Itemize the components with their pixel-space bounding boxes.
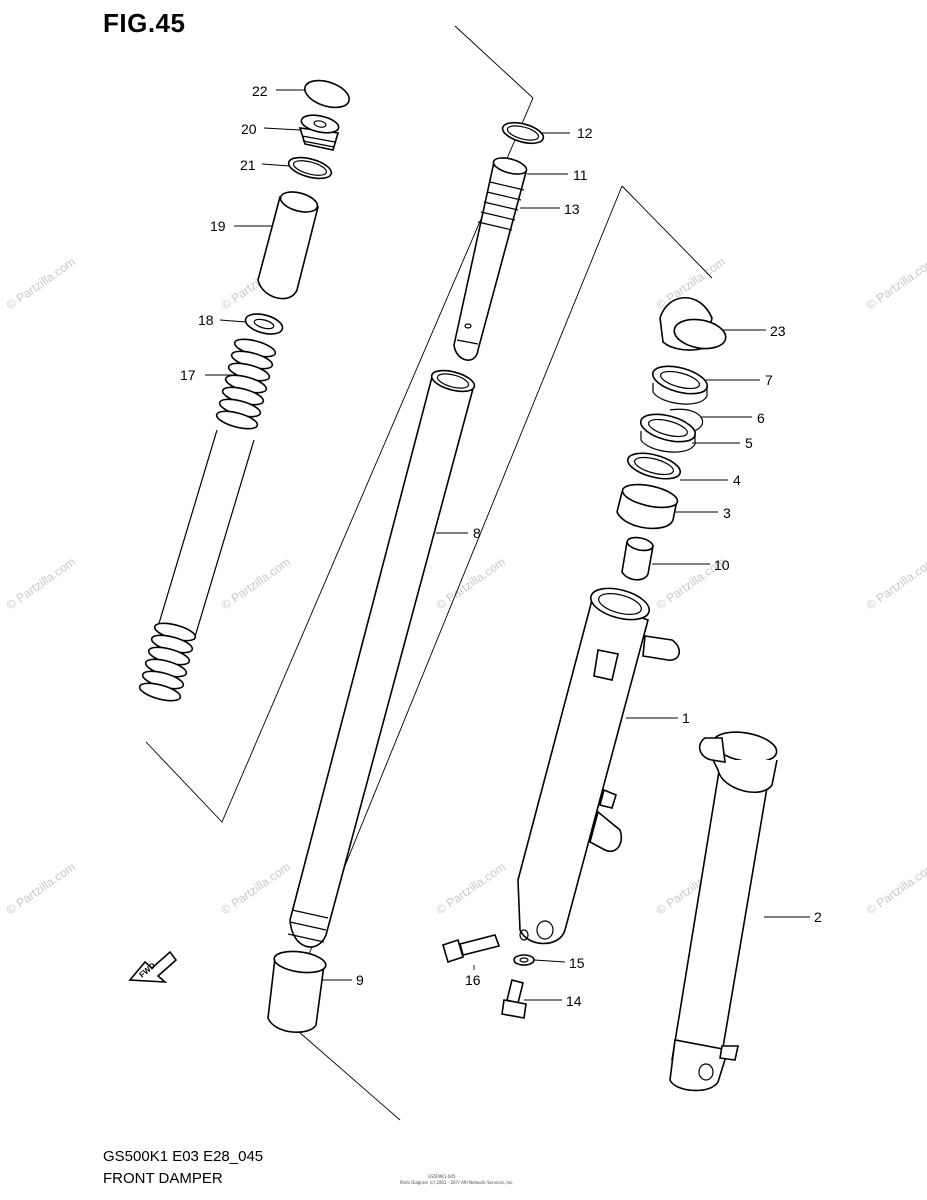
spacer-19	[257, 191, 319, 300]
assembly-name: FRONT DAMPER	[103, 1170, 223, 1187]
watermark: © Partzilla.com	[4, 555, 78, 613]
fork-cap-bolt-20	[298, 114, 340, 151]
callout-10: 10	[714, 557, 730, 573]
callout-7: 7	[765, 372, 773, 388]
fwd-arrow-icon: FWD	[128, 950, 178, 983]
slide-metal-10	[621, 536, 654, 581]
callout-12: 12	[577, 125, 593, 141]
callout-5: 5	[745, 435, 753, 451]
model-code: GS500K1 E03 E28_045	[103, 1148, 264, 1165]
callout-23: 23	[770, 323, 786, 339]
watermark: © Partzilla.com	[864, 555, 927, 613]
watermark: © Partzilla.com	[864, 255, 927, 313]
outer-tube-1	[517, 587, 680, 945]
callout-16: 16	[465, 972, 481, 988]
watermark: © Partzilla.com	[434, 860, 508, 918]
callout-22: 22	[252, 83, 268, 99]
bolt-16	[442, 934, 501, 964]
callout-14: 14	[566, 993, 582, 1009]
callout-9: 9	[356, 972, 364, 988]
callout-4: 4	[733, 472, 741, 488]
watermark: © Partzilla.com	[864, 860, 927, 918]
callout-20: 20	[241, 121, 257, 137]
washer-15	[513, 954, 535, 966]
watermark: © Partzilla.com	[4, 255, 78, 313]
seal-7	[651, 365, 709, 405]
watermark: © Partzilla.com	[4, 860, 78, 918]
callout-11: 11	[573, 167, 588, 183]
callout-21: 21	[240, 157, 256, 173]
outer-tube-2	[669, 731, 778, 1092]
leader-lines	[205, 89, 810, 1001]
callout-13: 13	[564, 201, 580, 217]
callout-19: 19	[210, 218, 226, 234]
oil-lock-piece-9	[267, 950, 327, 1034]
callout-1: 1	[682, 710, 690, 726]
fig-title: FIG.45	[103, 8, 186, 38]
washer-18	[244, 313, 284, 335]
callout-6: 6	[757, 410, 765, 426]
watermark: © Partzilla.com	[219, 860, 293, 918]
inner-tube-8	[287, 369, 476, 948]
bolt-14	[501, 979, 527, 1019]
dust-seal-23	[659, 296, 727, 351]
diagram-id: GS500K1-045	[428, 1174, 456, 1179]
watermark: © Partzilla.com	[434, 555, 508, 613]
callout-3: 3	[723, 505, 731, 521]
watermark: © Partzilla.com	[219, 555, 293, 613]
guide-metal-3	[616, 483, 679, 530]
fork-spring-17	[135, 338, 277, 702]
o-ring-21	[287, 156, 333, 180]
damper-rod-11	[453, 157, 528, 361]
callout-8: 8	[473, 525, 481, 541]
washer-4	[626, 452, 682, 480]
callout-2: 2	[814, 909, 822, 925]
callout-labels: 22 20 21 19 18 17 12 11 13 8 9 23 7 6 5 …	[180, 83, 822, 1009]
oil-seal-5	[639, 413, 697, 453]
o-ring-12	[501, 121, 545, 145]
spacer-cap-22	[304, 79, 350, 109]
callout-17: 17	[180, 367, 196, 383]
credit-line: Parts Diagram (c) 2001 - 20?? ARI Networ…	[400, 1180, 514, 1185]
callout-15: 15	[569, 955, 585, 971]
callout-18: 18	[198, 312, 214, 328]
stopper-ring-6	[669, 408, 704, 433]
